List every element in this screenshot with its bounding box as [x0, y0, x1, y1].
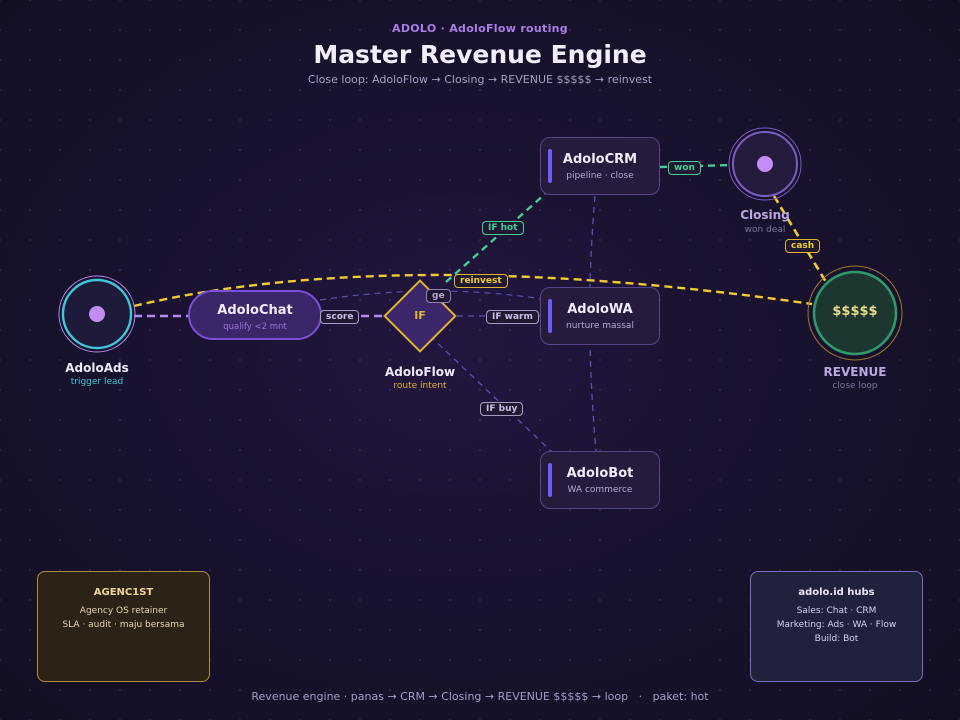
adoloflow-sublabel: route intent — [393, 381, 447, 391]
edge-label-won: won — [668, 161, 701, 175]
header-kicker: ADOLO · AdoloFlow routing — [392, 22, 568, 35]
page-subtitle: Close loop: AdoloFlow → Closing → REVENU… — [307, 73, 653, 86]
revenue-node[interactable] — [807, 265, 903, 361]
page-title: Master Revenue Engine — [313, 40, 647, 69]
adoloads-node[interactable] — [58, 275, 136, 353]
adoloads-label: AdoloAds — [65, 361, 129, 375]
footer-text: Revenue engine · panas → CRM → Closing →… — [251, 690, 709, 703]
revenue-sublabel: close loop — [832, 381, 878, 391]
edge-label-if-warm: IF warm — [486, 310, 539, 324]
revenue-label: REVENUE — [823, 365, 887, 379]
edge-label-reinvest: reinvest — [454, 274, 508, 288]
adolobot-accent-bar — [548, 463, 552, 497]
revenue-glyph: $$$$$ — [832, 304, 878, 319]
adolobot-label: AdoloBot — [566, 466, 634, 481]
adoloflow-label: AdoloFlow — [384, 365, 456, 379]
edge-closing-revenue — [772, 195, 828, 283]
closing-node[interactable] — [728, 127, 802, 201]
edge-label-score: score — [320, 310, 360, 324]
closing-label: Closing — [740, 208, 790, 222]
edge-crm-bot — [589, 195, 597, 453]
adolobot-sublabel: WA commerce — [567, 485, 633, 495]
hubs-box-line-3: Build: Bot — [814, 634, 859, 644]
adolowa-node[interactable]: AdoloWA nurture massal — [540, 287, 660, 345]
adolocrm-sublabel: pipeline · close — [566, 171, 634, 181]
hubs-box-line-2: Marketing: Ads · WA · Flow — [776, 620, 897, 630]
hubs-info-box: adolo.id hubs Sales: Chat · CRM Marketin… — [750, 571, 923, 682]
adolochat-node[interactable]: AdoloChat qualify <2 mnt — [188, 290, 322, 340]
edge-flow-crm — [445, 193, 546, 283]
adoloads-sublabel: trigger lead — [70, 377, 124, 387]
agency-info-box: AGENC1ST Agency OS retainer SLA · audit … — [37, 571, 210, 682]
agency-box-line-2: SLA · audit · maju bersama — [62, 620, 185, 630]
adolowa-label: AdoloWA — [567, 302, 633, 317]
edge-label-cash: cash — [785, 239, 821, 253]
adolochat-sublabel: qualify <2 mnt — [223, 322, 287, 332]
agency-box-line-1: Agency OS retainer — [79, 606, 168, 616]
adoloflow-glyph: IF — [414, 309, 426, 322]
adolocrm-node[interactable]: AdoloCRM pipeline · close — [540, 137, 660, 195]
edge-label-if-hot: IF hot — [482, 221, 524, 235]
closing-sublabel: won deal — [744, 225, 786, 235]
adolochat-label: AdoloChat — [217, 303, 293, 318]
adolobot-node[interactable]: AdoloBot WA commerce — [540, 451, 660, 509]
edge-label-if-buy: IF buy — [480, 402, 524, 416]
adolowa-accent-bar — [548, 299, 552, 333]
agency-box-title: AGENC1ST — [93, 587, 154, 598]
edge-label-partial: ge — [426, 289, 451, 303]
adolocrm-accent-bar — [548, 149, 552, 183]
hubs-box-line-1: Sales: Chat · CRM — [796, 606, 877, 616]
adolocrm-label: AdoloCRM — [562, 152, 638, 167]
adolowa-sublabel: nurture massal — [566, 321, 634, 331]
edge-flow-bot — [429, 335, 553, 453]
hubs-box-title: adolo.id hubs — [798, 587, 875, 598]
